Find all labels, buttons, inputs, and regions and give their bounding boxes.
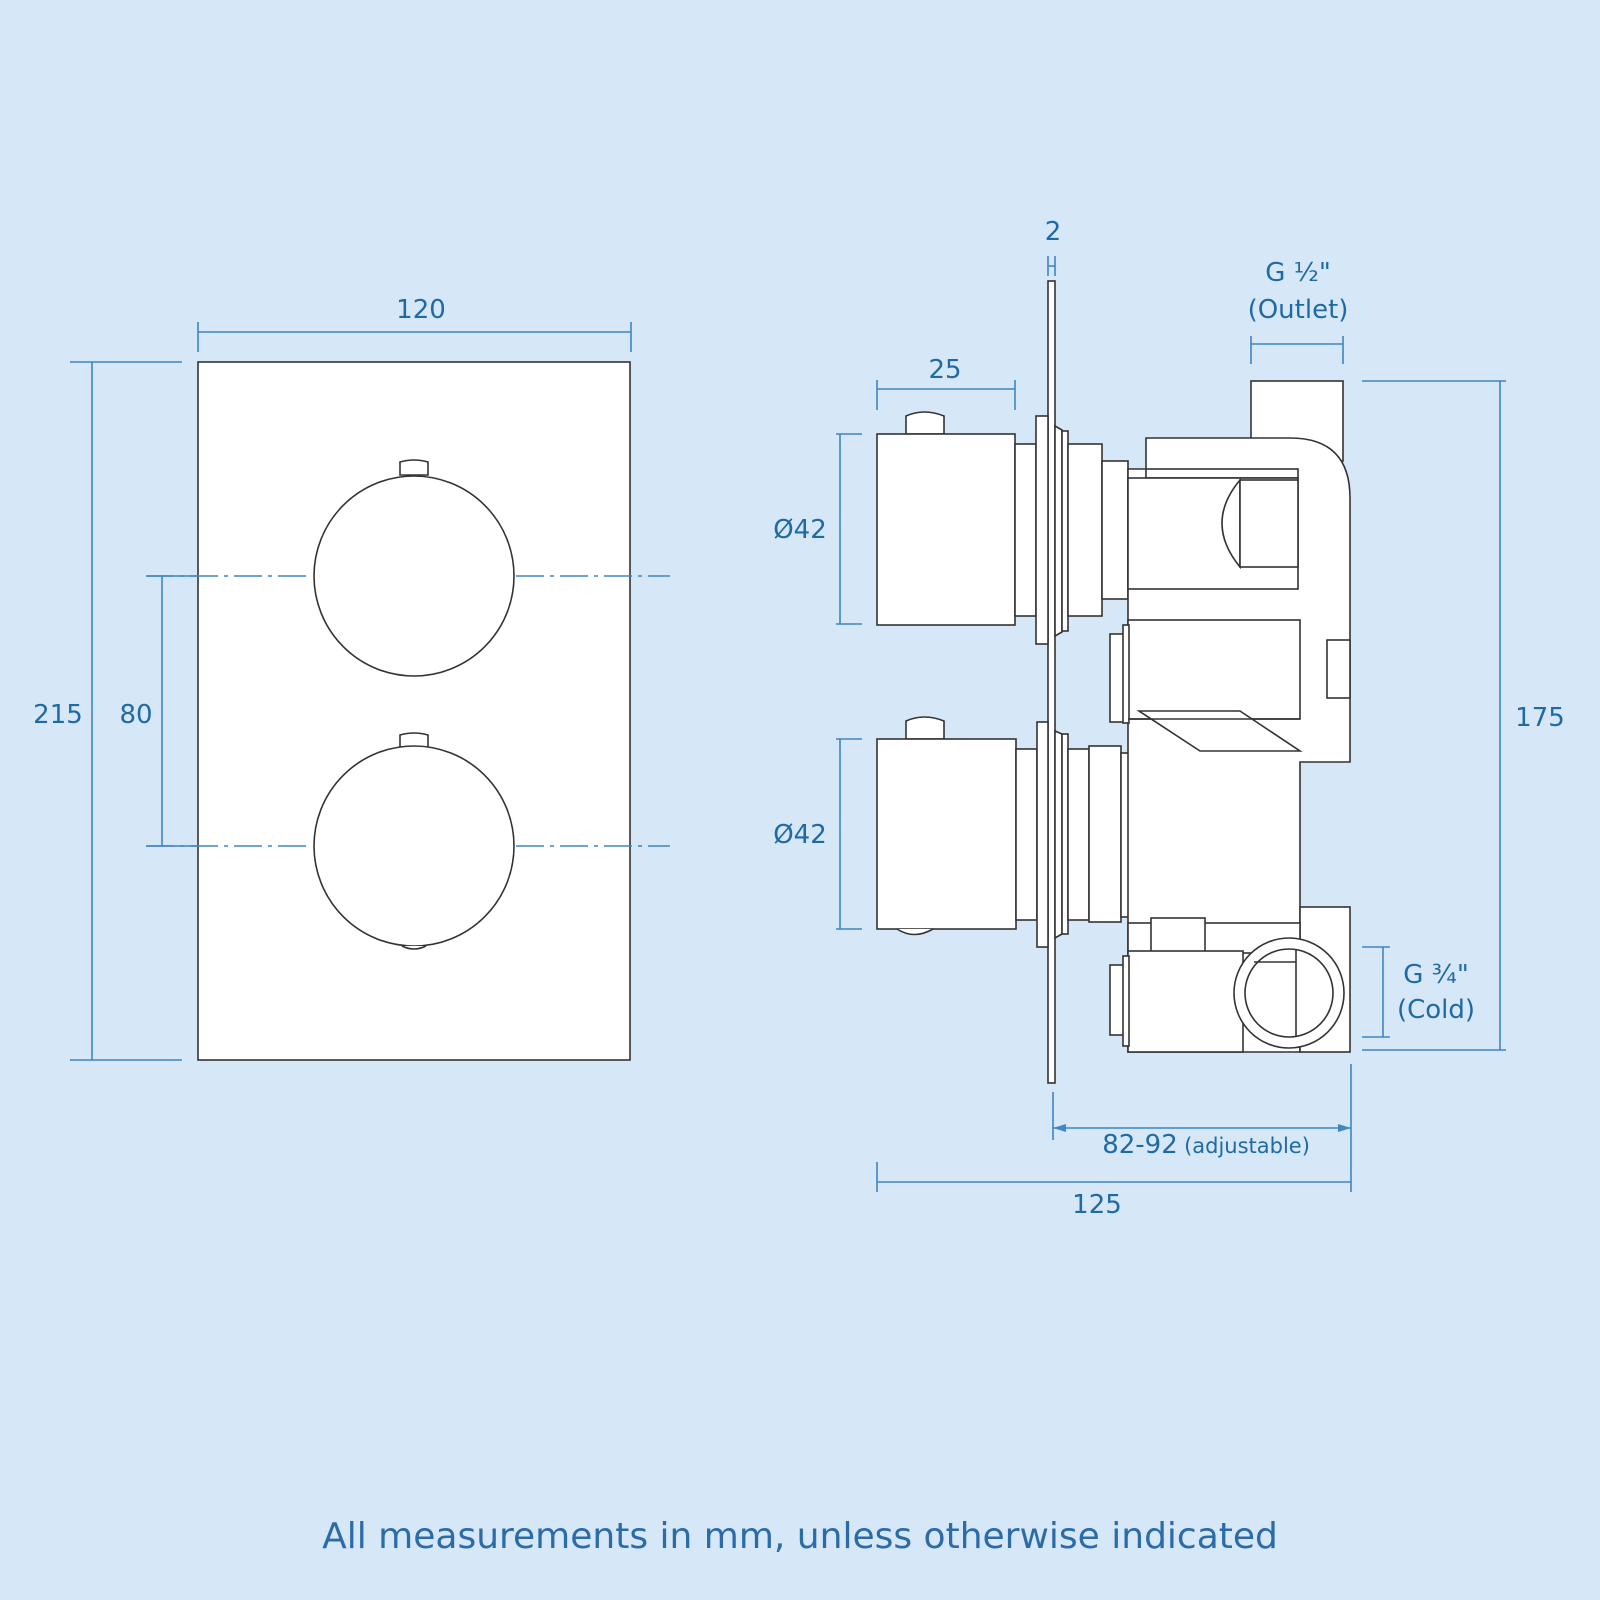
top-knob-diameter-label: Ø42 bbox=[773, 515, 827, 545]
top-knob-indicator bbox=[399, 459, 429, 476]
footer-note: All measurements in mm, unless otherwise… bbox=[322, 1516, 1278, 1557]
knob-spacing-label: 80 bbox=[119, 700, 152, 730]
cold-type-label: (Cold) bbox=[1397, 995, 1475, 1025]
total-depth-label: 125 bbox=[1072, 1190, 1122, 1220]
front-width-label: 120 bbox=[396, 295, 446, 325]
wall-depth-label: 82-92 bbox=[1102, 1130, 1178, 1160]
bottom-escutcheon bbox=[1036, 721, 1049, 948]
top-knob-side-indicator bbox=[905, 411, 945, 435]
outlet-type-label: (Outlet) bbox=[1248, 295, 1349, 325]
outlet-size-label: G ½" bbox=[1265, 258, 1331, 288]
top-escutcheon bbox=[1035, 415, 1049, 645]
bottom-knob-side bbox=[876, 738, 1017, 930]
top-knob-side bbox=[876, 433, 1016, 626]
bottom-knob-side-indicator bbox=[905, 716, 945, 740]
front-view: 120 215 80 bbox=[33, 295, 670, 1061]
bottom-knob-diameter-label: Ø42 bbox=[773, 820, 827, 850]
bottom-knob-tab bbox=[401, 945, 427, 950]
side-view: 2 G ½" (Outlet) 25 Ø42 Ø42 bbox=[773, 217, 1565, 1220]
top-knob bbox=[313, 475, 515, 677]
bottom-knob-indicator bbox=[399, 732, 429, 748]
body-height-label: 175 bbox=[1515, 703, 1565, 733]
knob-depth-label: 25 bbox=[928, 355, 961, 385]
wall-depth-note: (adjustable) bbox=[1184, 1134, 1310, 1158]
wall-plate bbox=[1047, 280, 1056, 1084]
front-height-label: 215 bbox=[33, 700, 83, 730]
plate-thickness-label: 2 bbox=[1045, 217, 1062, 247]
cold-size-label: G ¾" bbox=[1403, 960, 1469, 990]
bottom-knob bbox=[313, 745, 515, 947]
